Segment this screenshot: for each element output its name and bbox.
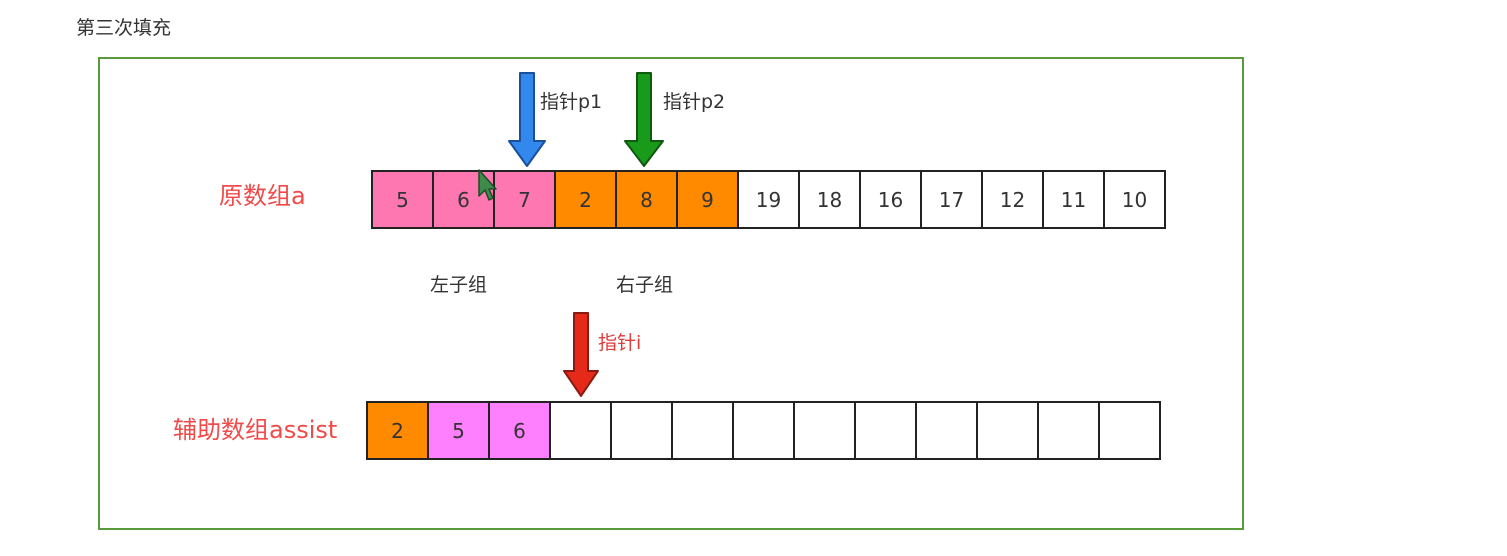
assist-cell xyxy=(1037,401,1100,460)
array-a-cell: 12 xyxy=(981,170,1044,229)
assist-cell: 2 xyxy=(366,401,429,460)
pointer-p1-arrow-icon xyxy=(508,72,546,167)
array-a-cell: 11 xyxy=(1042,170,1105,229)
array-a-cell: 18 xyxy=(798,170,861,229)
mouse-cursor-icon xyxy=(478,169,497,201)
right-group-label: 右子组 xyxy=(616,274,674,296)
pointer-p1-label: 指针p1 xyxy=(540,91,603,113)
array-a-cell: 8 xyxy=(615,170,678,229)
assist-cell xyxy=(549,401,612,460)
diagram-frame xyxy=(98,57,1244,530)
pointer-i-label: 指针i xyxy=(598,332,642,354)
array-a-cell: 10 xyxy=(1103,170,1166,229)
pointer-i-arrow-icon xyxy=(563,312,599,397)
page-title: 第三次填充 xyxy=(76,17,172,39)
array-a-cell: 2 xyxy=(554,170,617,229)
assist-cell: 6 xyxy=(488,401,551,460)
array-a-cell: 5 xyxy=(371,170,434,229)
assist-cell xyxy=(671,401,734,460)
array-a-cell: 9 xyxy=(676,170,739,229)
assist-cell xyxy=(1098,401,1161,460)
assist-cell: 5 xyxy=(427,401,490,460)
assist-label: 辅助数组assist xyxy=(173,416,338,444)
assist-cell xyxy=(976,401,1039,460)
assist-cell xyxy=(854,401,917,460)
pointer-p2-arrow-icon xyxy=(624,72,664,167)
assist-cell xyxy=(610,401,673,460)
array-a-cell: 17 xyxy=(920,170,983,229)
array-a-cell: 6 xyxy=(432,170,495,229)
assist-cell xyxy=(915,401,978,460)
array-a-cell: 16 xyxy=(859,170,922,229)
array-a-cell: 19 xyxy=(737,170,800,229)
assist-cell xyxy=(793,401,856,460)
array-a-cell: 7 xyxy=(493,170,556,229)
array-a-label: 原数组a xyxy=(219,182,306,210)
left-group-label: 左子组 xyxy=(430,274,488,296)
pointer-p2-label: 指针p2 xyxy=(663,91,726,113)
assist-cell xyxy=(732,401,795,460)
